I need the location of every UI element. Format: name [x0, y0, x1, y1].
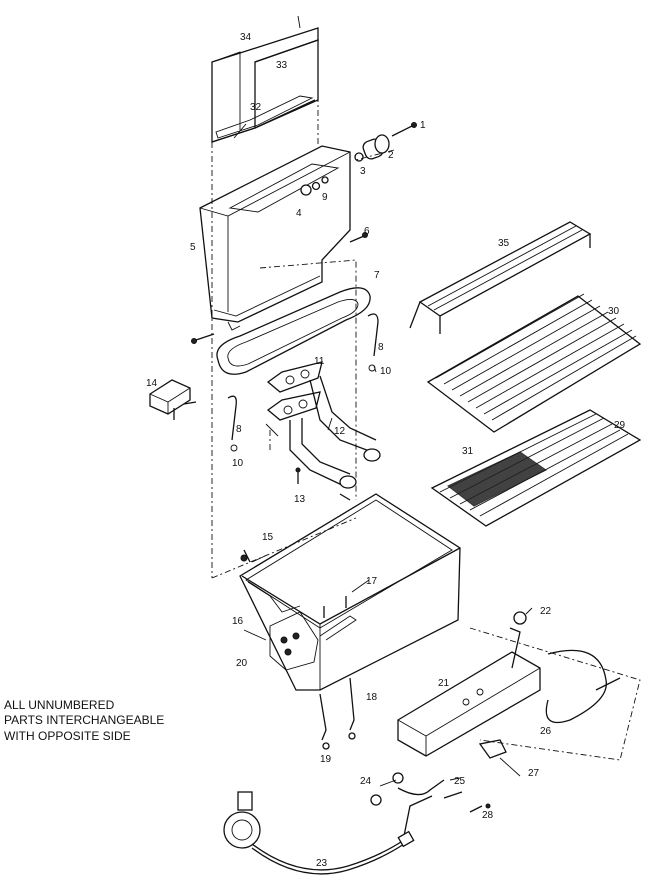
burner-assembly — [216, 287, 381, 489]
mounting-brackets — [319, 677, 356, 750]
handle-hardware — [191, 122, 417, 344]
regulator-hose — [223, 791, 415, 875]
callout-8-left: 8 — [236, 424, 242, 435]
callout-20: 20 — [236, 658, 248, 669]
callout-28: 28 — [482, 810, 494, 821]
callout-34: 34 — [240, 32, 252, 43]
callout-19: 19 — [320, 754, 332, 765]
callout-5: 5 — [190, 242, 196, 253]
callout-12: 12 — [334, 426, 346, 437]
note-line-3: WITH OPPOSITE SIDE — [4, 729, 131, 743]
callout-8-right: 8 — [378, 342, 384, 353]
callout-4: 4 — [296, 208, 302, 219]
callout-26: 26 — [540, 726, 552, 737]
igniter — [149, 379, 197, 420]
assembly-lines — [211, 40, 641, 761]
callout-7: 7 — [374, 270, 380, 281]
callout-11: 11 — [314, 356, 325, 367]
callout-35: 35 — [498, 238, 510, 249]
wind-guard-assembly — [211, 15, 319, 143]
callout-10-left: 10 — [232, 458, 244, 469]
note-line-2: PARTS INTERCHANGEABLE — [4, 713, 164, 727]
callout-33: 33 — [276, 60, 288, 71]
lid-assembly — [199, 145, 351, 331]
callout-15: 15 — [262, 532, 274, 543]
callout-9: 9 — [322, 192, 328, 203]
burner-clips — [227, 313, 379, 452]
callout-2: 2 — [388, 150, 394, 161]
callout-labels: 1 2 3 4 5 6 7 8 8 9 10 10 11 12 13 14 15… — [146, 32, 626, 869]
callout-13: 13 — [294, 494, 306, 505]
callout-6: 6 — [364, 226, 370, 237]
callout-3: 3 — [360, 166, 366, 177]
callout-31: 31 — [462, 446, 474, 457]
callout-29: 29 — [614, 420, 626, 431]
warming-rack — [409, 221, 592, 334]
callout-24: 24 — [360, 776, 372, 787]
callout-17: 17 — [366, 576, 378, 587]
firebox — [239, 493, 461, 691]
callout-1: 1 — [420, 120, 426, 131]
callout-21: 21 — [438, 678, 450, 689]
callout-27: 27 — [528, 768, 540, 779]
callout-23: 23 — [316, 858, 328, 869]
note-line-1: ALL UNNUMBERED — [4, 698, 115, 712]
briquette-grate — [430, 409, 642, 527]
callout-18: 18 — [366, 692, 378, 703]
cooking-grate — [426, 293, 642, 433]
callout-16: 16 — [232, 616, 244, 627]
callout-32: 32 — [250, 102, 262, 113]
callout-14: 14 — [146, 378, 158, 389]
callout-25: 25 — [454, 776, 466, 787]
callout-30: 30 — [608, 306, 620, 317]
callout-22: 22 — [540, 606, 552, 617]
callout-10-right: 10 — [380, 366, 392, 377]
leader-lines — [233, 123, 533, 787]
control-panel — [370, 611, 621, 837]
interchangeable-parts-note: ALL UNNUMBERED PARTS INTERCHANGEABLE WIT… — [4, 698, 164, 743]
